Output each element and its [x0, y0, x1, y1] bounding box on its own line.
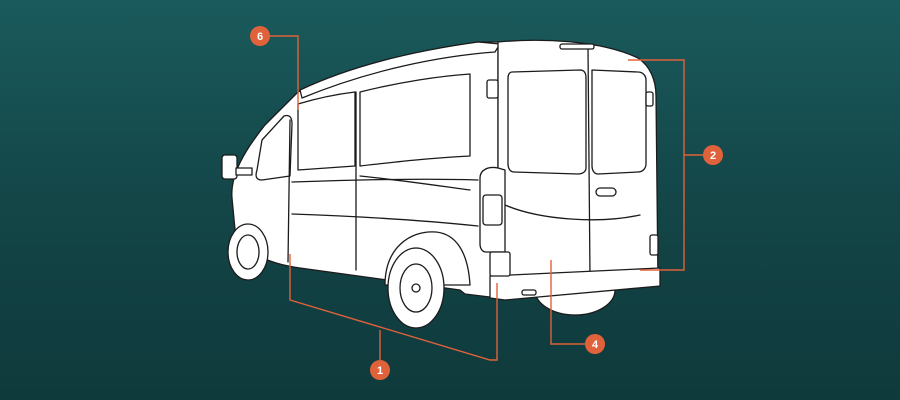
leader-line-4: [550, 260, 586, 345]
leader-line-1: [289, 254, 498, 361]
callout-4: 4: [585, 334, 605, 354]
callout-label-2: 2: [710, 150, 716, 162]
rear-door-handle: [595, 187, 617, 197]
callout-label-1: 1: [377, 365, 383, 377]
rear-hinge-right: [645, 91, 654, 107]
rear-window-right: [591, 69, 647, 175]
bumper-light: [521, 289, 537, 296]
rear-window-left: [507, 69, 587, 175]
callout-1: 1: [370, 360, 390, 380]
brake-light: [559, 43, 595, 50]
leader-lines: [269, 35, 704, 361]
callout-2: 2: [703, 145, 723, 165]
cargo-van-illustration: [221, 39, 661, 329]
van-roof: [299, 41, 501, 99]
callout-label-4: 4: [592, 339, 599, 351]
leader-line-2: [628, 59, 704, 271]
callout-label-6: 6: [257, 31, 263, 43]
tail-light-right: [649, 234, 659, 256]
front-wheel: [227, 223, 269, 281]
rear-step: [489, 251, 511, 277]
tail-light-left-lens: [482, 194, 503, 226]
rear-hinge: [486, 79, 499, 99]
cab-window: [255, 114, 293, 181]
mirror-arm: [235, 167, 253, 176]
side-window-rear: [359, 73, 471, 167]
side-mirror: [221, 154, 238, 180]
side-window-front: [297, 91, 356, 171]
callout-6: 6: [250, 26, 270, 46]
leader-line-6: [269, 35, 299, 110]
